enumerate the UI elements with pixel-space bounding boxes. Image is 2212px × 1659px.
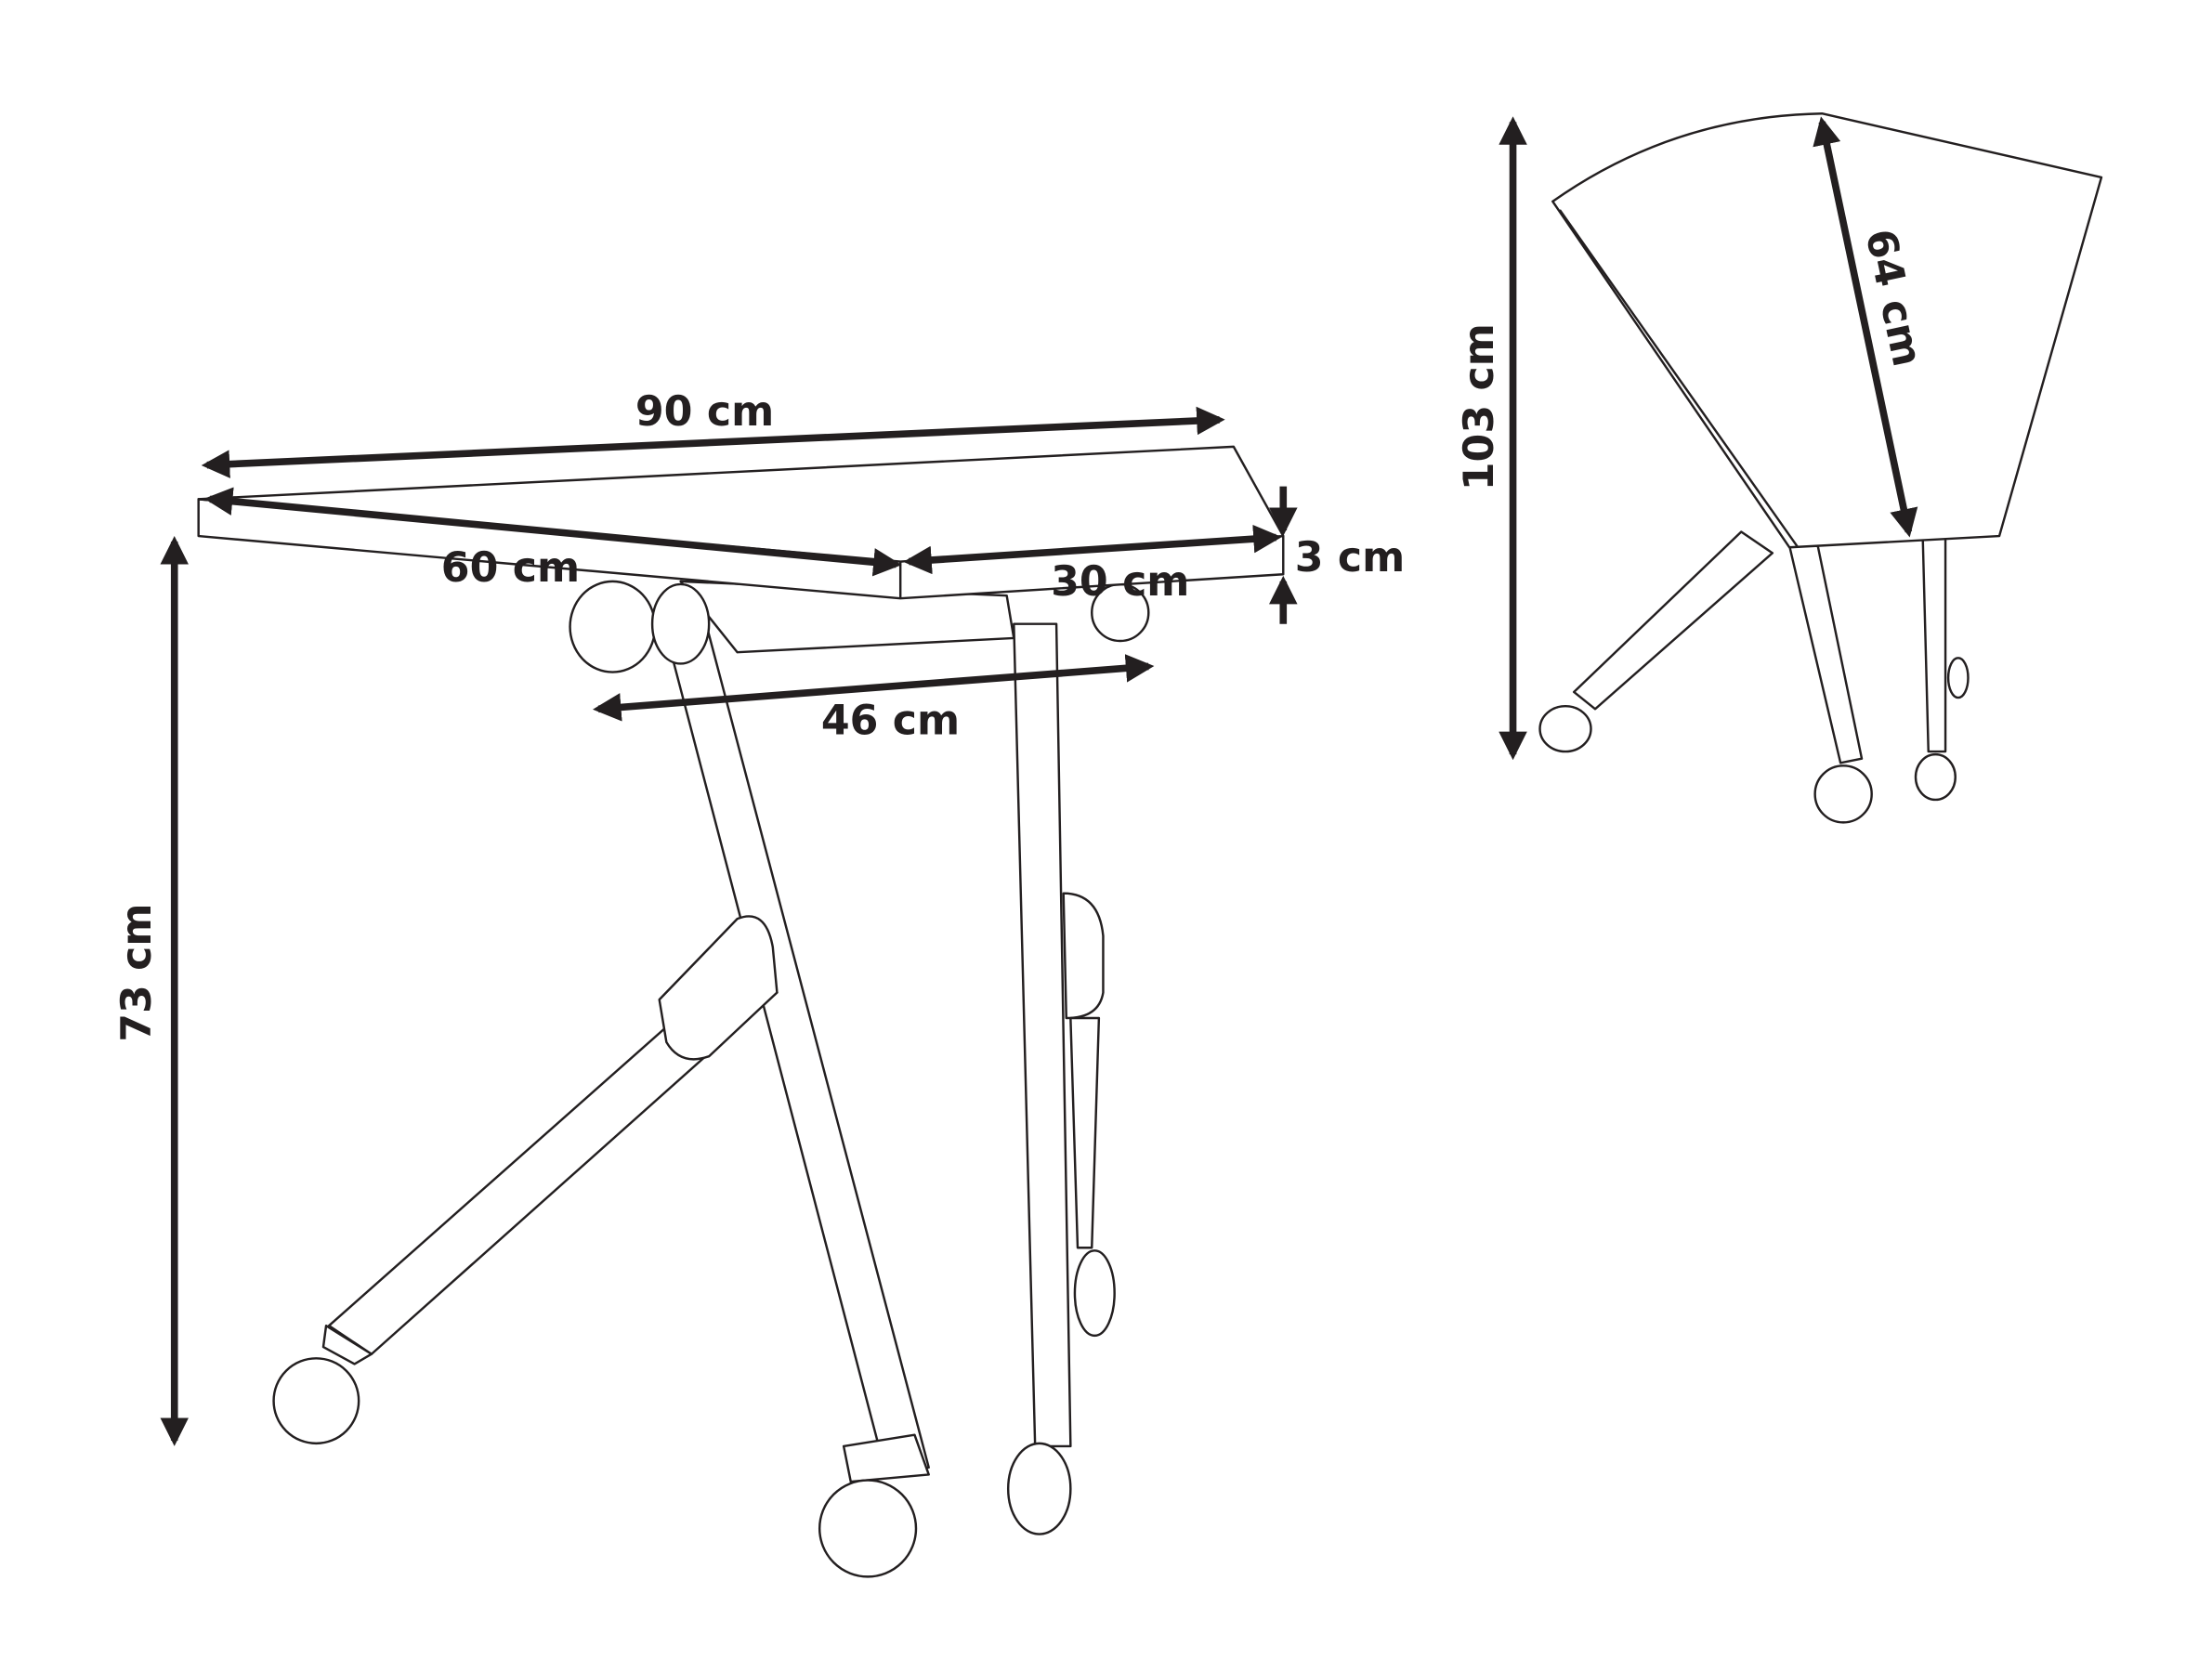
folded-legs <box>1538 530 1970 824</box>
dimension-arrow-top-depth <box>1813 116 1918 538</box>
folded-top <box>1551 112 2103 549</box>
casters <box>272 580 1150 1578</box>
caster-wheel <box>272 1357 360 1445</box>
dimension-arrow-depth-long <box>203 487 902 577</box>
dimension-label-thickness: 3 cm <box>1295 534 1406 581</box>
dimension-arrow-depth-short <box>903 524 1282 575</box>
caster-wheel <box>818 1479 918 1578</box>
table-folded-view: 103 cm 64 cm <box>1456 112 2103 824</box>
caster-wheel <box>569 580 657 673</box>
dimension-arrow-width <box>201 406 1225 478</box>
dimension-label-folded-height: 103 cm <box>1456 323 1503 490</box>
caster-wheel <box>650 582 711 665</box>
caster-wheel <box>1006 1442 1072 1535</box>
dimension-label-leg-spread: 46 cm <box>821 698 960 745</box>
dimension-label-depth-short: 30 cm <box>1051 558 1189 606</box>
diagonal-brace <box>321 915 779 1365</box>
dimension-label-width: 90 cm <box>635 388 774 436</box>
table-main-view: 90 cm 60 cm 30 cm 3 cm 46 cm 73 cm <box>113 388 1406 1578</box>
dimension-label-depth-long: 60 cm <box>441 544 580 592</box>
dimension-label-height: 73 cm <box>113 903 161 1041</box>
right-leg <box>1013 622 1105 1448</box>
caster-wheel <box>1073 1249 1116 1338</box>
dimension-arrow-leg-spread <box>593 654 1155 722</box>
